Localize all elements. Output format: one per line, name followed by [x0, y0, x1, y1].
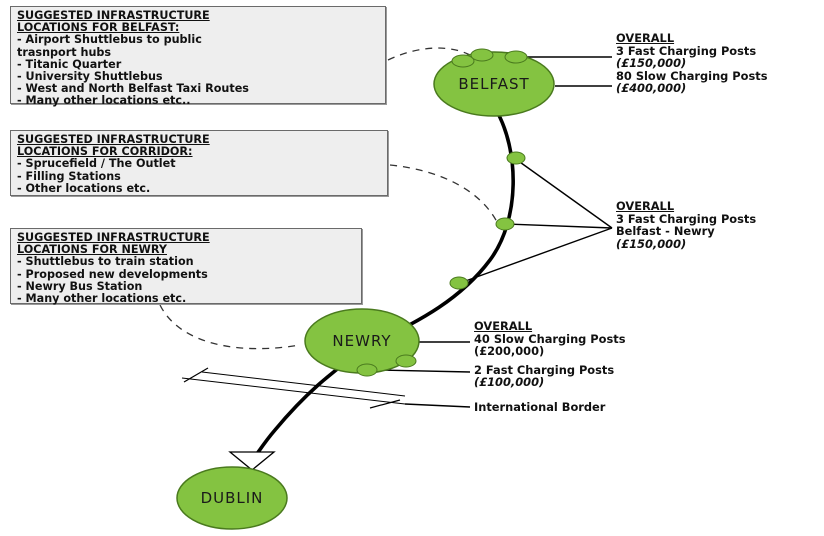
newry-slow-posts: 40 Slow Charging Posts — [474, 331, 626, 346]
newry-post-1 — [395, 354, 417, 368]
belfast-box-title-1: SUGGESTED INFRASTRUCTURE — [17, 9, 210, 22]
newry-box-title-1: SUGGESTED INFRASTRUCTURE — [17, 231, 210, 244]
belfast-box-item: - Titanic Quarter — [17, 57, 122, 71]
belfast-slow-cost: (£400,000) — [616, 81, 687, 96]
belfast-overall-annotation: OVERALL 3 Fast Charging Posts (£150,000)… — [616, 32, 767, 95]
belfast-box-title-2: LOCATIONS FOR BELFAST: — [17, 21, 180, 35]
dublin-node-circle — [176, 466, 288, 530]
newry-box-item: - Newry Bus Station — [17, 279, 143, 293]
newry-fast-cost: (£100,000) — [474, 375, 545, 390]
corridor-box-item: - Filling Stations — [17, 169, 121, 183]
border-tick-right — [369, 399, 401, 409]
corridor-overall-annotation: OVERALL 3 Fast Charging Posts Belfast - … — [616, 200, 756, 250]
belfast-post-2 — [470, 48, 494, 62]
border-tick-left — [183, 367, 209, 383]
newry-locations-box: SUGGESTED INFRASTRUCTURE LOCATIONS FOR N… — [10, 228, 362, 306]
newry-dashed-connector — [159, 304, 301, 350]
belfast-box-item: - University Shuttlebus — [17, 70, 163, 84]
dublin-arrowhead — [228, 451, 276, 471]
border-pointer — [404, 403, 471, 408]
newry-box-item: - Shuttlebus to train station — [17, 255, 194, 269]
corridor-cost: (£150,000) — [616, 236, 687, 251]
belfast-fast-cost: (£150,000) — [616, 56, 687, 71]
newry-overall-annotation: OVERALL 40 Slow Charging Posts (£200,000… — [474, 320, 625, 389]
corridor-box-title-1: SUGGESTED INFRASTRUCTURE — [17, 133, 210, 146]
newry-box-item: - Proposed new developments — [17, 267, 208, 281]
corridor-box-item: - Other locations etc. — [17, 181, 151, 195]
belfast-fast-posts: 3 Fast Charging Posts — [616, 43, 757, 58]
border-line-2 — [201, 371, 406, 397]
border-line-1 — [181, 377, 406, 405]
belfast-locations-box: SUGGESTED INFRASTRUCTURE LOCATIONS FOR B… — [10, 6, 386, 108]
newry-overall-heading: OVERALL — [474, 319, 533, 333]
newry-box-item: - Many other locations etc. — [17, 292, 187, 306]
belfast-post-1 — [451, 54, 475, 68]
corridor-fast-posts: 3 Fast Charging Posts — [616, 211, 757, 226]
newry-slow-cost: (£200,000) — [474, 344, 545, 359]
corridor-locations-box: SUGGESTED INFRASTRUCTURE LOCATIONS FOR C… — [10, 130, 388, 196]
belfast-node-circle — [433, 51, 555, 117]
corridor-post-3 — [449, 276, 469, 290]
corridor-route: Belfast - Newry — [616, 224, 715, 239]
belfast-box-item: - Airport Shuttlebus to public trasnport… — [17, 33, 202, 59]
newry-box-title-2: LOCATIONS FOR NEWRY — [17, 243, 167, 257]
corridor-overall-heading: OVERALL — [616, 199, 675, 213]
corridor-box-item: - Sprucefield / The Outlet — [17, 157, 176, 171]
corridor-post-1 — [506, 151, 526, 165]
newry-node-label: NEWRY — [332, 332, 392, 350]
belfast-box-item: - West and North Belfast Taxi Routes — [17, 82, 249, 96]
international-border-label: International Border — [474, 400, 606, 414]
belfast-node-label: BELFAST — [458, 75, 530, 93]
belfast-post-3 — [504, 50, 528, 64]
newry-pointer-2 — [377, 369, 471, 373]
belfast-slow-posts: 80 Slow Charging Posts — [616, 68, 768, 83]
corridor-post-2 — [495, 217, 515, 231]
corridor-dashed-connector — [389, 164, 498, 223]
corridor-box-title-2: LOCATIONS FOR CORRIDOR: — [17, 145, 193, 159]
corridor-pointer-1 — [516, 159, 613, 229]
newry-post-2 — [356, 363, 378, 377]
corridor-pointer-2 — [505, 223, 613, 229]
belfast-box-item: - Many other locations etc.. — [17, 94, 191, 108]
corridor-pointer-3 — [459, 227, 613, 284]
dublin-node-label: DUBLIN — [200, 489, 264, 507]
newry-fast-posts: 2 Fast Charging Posts — [474, 362, 615, 377]
belfast-overall-heading: OVERALL — [616, 31, 675, 45]
